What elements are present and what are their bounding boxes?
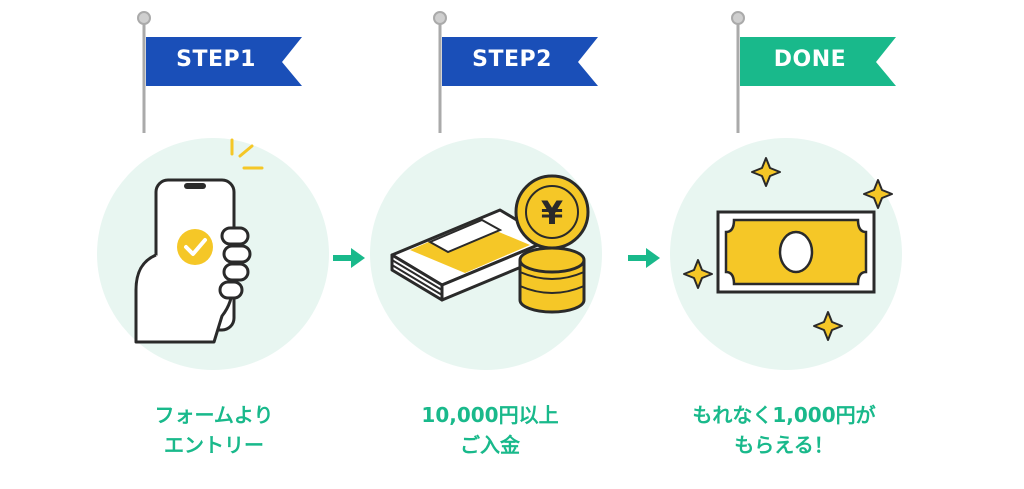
flag-step1-icon — [137, 11, 302, 133]
step-caption: もれなく1,000円が もらえる！ — [654, 400, 914, 460]
banknote-sparkle-icon — [683, 157, 893, 341]
step-2: STEP2 ¥ 10,000円以上 ご入金 — [370, 0, 640, 489]
step-caption: 10,000円以上 ご入金 — [360, 400, 620, 460]
coin-symbol: ¥ — [540, 194, 564, 232]
caption-line-2: もらえる！ — [734, 433, 834, 457]
flag-done-icon — [731, 11, 896, 133]
caption-line-1: フォームより — [154, 403, 274, 427]
cash-and-coins-icon — [390, 174, 590, 314]
caption-line-2: エントリー — [164, 433, 264, 457]
flag-label: DONE — [773, 47, 847, 72]
arrow-right-icon — [628, 248, 660, 268]
step-done: DONE もれなく1,000円が もらえる！ — [670, 0, 938, 489]
caption-line-1: 10,000円以上 — [421, 403, 559, 427]
flag-label: STEP1 — [176, 47, 256, 72]
flag-step2-icon — [433, 11, 598, 133]
step-1: STEP1 フォームより エントリー — [84, 0, 344, 489]
arrow-right-icon — [333, 248, 365, 268]
flag-label: STEP2 — [472, 47, 552, 72]
step-caption: フォームより エントリー — [84, 400, 344, 460]
smartphone-check-icon — [134, 138, 264, 344]
caption-line-2: ご入金 — [460, 433, 520, 457]
caption-line-1: もれなく1,000円が — [692, 403, 876, 427]
